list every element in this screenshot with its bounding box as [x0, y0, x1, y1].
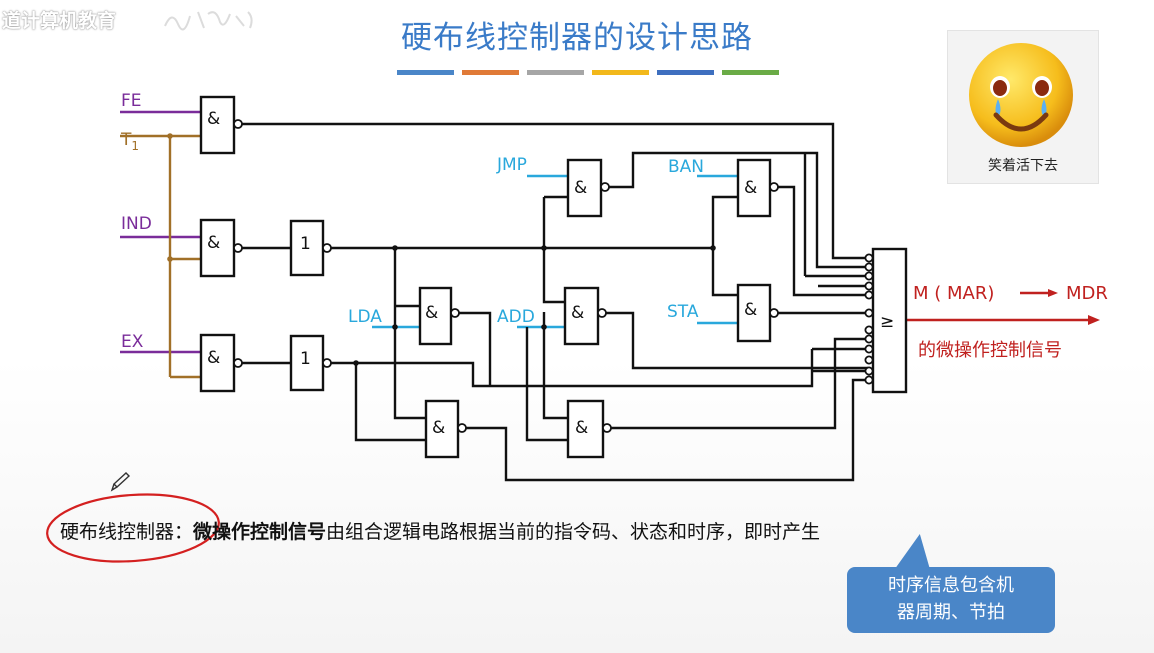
junction-dot — [541, 324, 547, 330]
watermark-scribble — [164, 11, 253, 31]
title-bar-gray — [527, 70, 584, 75]
callout-line-2: 器周期、节拍 — [897, 602, 1005, 623]
output-label-mdr: MDR — [1066, 283, 1108, 304]
condition-label-ban: BAN — [668, 157, 704, 177]
or-input-bubble — [864, 355, 874, 365]
emoji-caption: 笑着活下去 — [988, 158, 1058, 174]
and-gate-symbol: & — [432, 418, 445, 438]
inverter-bubble — [322, 358, 332, 368]
title-bar-yellow — [592, 70, 649, 75]
junction-dot — [353, 360, 359, 366]
or-gate-output — [871, 247, 908, 394]
not-gate-symbol: 1 — [300, 349, 311, 369]
input-label-t1: T1 — [120, 130, 139, 153]
not-gate-symbol: 1 — [300, 234, 311, 254]
output-label-mar: M ( MAR) — [913, 283, 994, 304]
and-gate-symbol: & — [574, 178, 587, 198]
t1-junction-mid — [167, 256, 173, 262]
input-label-fe: FE — [121, 91, 142, 111]
inverter-bubble — [233, 119, 243, 129]
t1-main: T — [120, 130, 132, 150]
output-arrow-head — [1088, 315, 1100, 325]
or-input-bubble — [864, 281, 874, 291]
title-underline-bars — [397, 70, 779, 75]
timing-callout: 时序信息包含机 器周期、节拍 — [847, 567, 1055, 633]
circuit-wires — [242, 122, 868, 482]
junction-dot — [710, 245, 716, 251]
inverter-bubble — [769, 308, 779, 318]
mar-mdr-arrow-head — [1048, 289, 1058, 297]
and-gate-symbol: & — [575, 418, 588, 438]
or-input-bubble — [864, 325, 874, 335]
inverter-bubble — [457, 423, 467, 433]
output-label-signal: 的微操作控制信号 — [918, 340, 1062, 361]
condition-label-jmp: JMP — [496, 155, 527, 175]
or-input-bubble — [864, 375, 874, 385]
input-label-ind: IND — [121, 214, 152, 234]
title-bar-orange — [462, 70, 519, 75]
description-bold: 微操作控制信号 — [193, 521, 327, 543]
description-rest: 由组合逻辑电路根据当前的指令码、状态和时序，即时产生 — [326, 521, 821, 543]
and-gate-jmp — [566, 158, 603, 218]
condition-label-sta: STA — [667, 302, 699, 322]
and-gate-symbol: & — [425, 303, 438, 323]
junction-dot — [392, 324, 398, 330]
and-gate-symbol: & — [744, 178, 757, 198]
pen-cursor-icon — [110, 472, 131, 492]
t1-subscript: 1 — [131, 139, 139, 153]
or-input-bubble — [864, 253, 874, 263]
description-line: 硬布线控制器：微操作控制信号由组合逻辑电路根据当前的指令码、状态和时序，即时产生 — [60, 517, 820, 544]
and-gate-symbol: & — [207, 109, 220, 129]
inverter-bubble — [600, 182, 610, 192]
or-input-bubble — [864, 366, 874, 376]
or-input-bubble — [864, 344, 874, 354]
junction-dot — [392, 245, 398, 251]
or-input-bubble — [864, 262, 874, 272]
or-gate-symbol: ≥ — [880, 312, 894, 332]
or-input-bubble — [864, 271, 874, 281]
callout-line-1: 时序信息包含机 — [888, 575, 1014, 596]
input-label-ex: EX — [121, 332, 144, 352]
red-circle-annotation — [46, 493, 220, 563]
callout-tail — [894, 534, 942, 570]
page-title: 硬布线控制器的设计思路 — [401, 20, 753, 56]
title-bar-blue — [397, 70, 454, 75]
inverter-bubble — [233, 243, 243, 253]
hardwired-controller-circuit: & & & 1 1 & & & & & & & ≥ FE — [120, 91, 1108, 482]
inverter-bubble — [597, 308, 607, 318]
condition-label-lda: LDA — [348, 307, 382, 327]
description-colon: ： — [174, 521, 194, 543]
title-bar-green — [722, 70, 779, 75]
not-gate-ind — [289, 219, 325, 277]
and-gate-symbol: & — [571, 303, 584, 323]
inverter-bubble — [450, 308, 460, 318]
inverter-bubble — [602, 423, 612, 433]
and-gate-symbol: & — [744, 300, 757, 320]
inverter-bubble — [233, 358, 243, 368]
hand-annotations — [46, 472, 220, 563]
description-term: 硬布线控制器 — [60, 521, 175, 543]
condition-label-add: ADD — [497, 307, 535, 327]
or-input-bubble — [864, 334, 874, 344]
title-bar-darkblue — [657, 70, 714, 75]
and-gate-add — [563, 286, 600, 346]
inverter-bubble — [769, 182, 779, 192]
and-gate-lda — [418, 286, 453, 346]
and-gate-lower-left — [424, 399, 460, 459]
crying-laughing-face-icon — [969, 43, 1073, 147]
and-gate-symbol: & — [207, 233, 220, 253]
or-input-bubble — [864, 308, 874, 318]
junction-dot — [541, 245, 547, 251]
and-gate-symbol: & — [207, 348, 220, 368]
inverter-bubble — [322, 243, 332, 253]
emoji-card: 笑着活下去 — [947, 30, 1099, 184]
watermark: 道计算机教育 — [2, 10, 117, 32]
or-input-bubble — [864, 290, 874, 300]
t1-junction-top — [167, 133, 173, 139]
